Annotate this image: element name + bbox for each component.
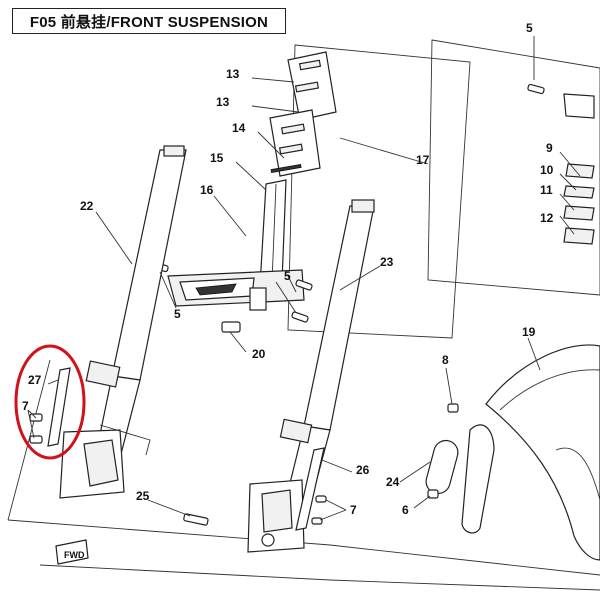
right-bracket — [295, 447, 327, 531]
base-outline-left — [7, 359, 51, 521]
front-fender — [485, 344, 600, 561]
callout-9: 9 — [546, 141, 553, 155]
callout-26: 26 — [356, 463, 370, 477]
callout-10: 10 — [540, 163, 554, 177]
base-outline-lower — [39, 564, 600, 591]
callout-22: 22 — [80, 199, 94, 213]
callout-7-right: 7 — [350, 503, 357, 517]
callout-25: 25 — [136, 489, 150, 503]
callout-14: 14 — [232, 121, 246, 135]
callout-labels: 5 5 5 6 7 7 8 9 10 11 12 13 13 14 15 16 … — [22, 21, 554, 517]
leader-lines — [27, 36, 581, 521]
upper-mount-parts — [527, 83, 595, 245]
callout-12: 12 — [540, 211, 554, 225]
left-fork-tube — [59, 145, 187, 499]
mud-plate — [425, 403, 495, 534]
callout-5-top: 5 — [526, 21, 533, 35]
sensor-bolt — [183, 513, 209, 526]
callout-13-lower: 13 — [216, 95, 230, 109]
callout-5-mid: 5 — [284, 269, 291, 283]
callout-20: 20 — [252, 347, 266, 361]
callout-7-left: 7 — [22, 399, 29, 413]
upper-clamp-stack — [269, 51, 337, 177]
callout-15: 15 — [210, 151, 224, 165]
callout-6: 6 — [402, 503, 409, 517]
callout-5-left: 5 — [174, 307, 181, 321]
callout-13-upper: 13 — [226, 67, 240, 81]
title-box: F05 前悬挂/FRONT SUSPENSION — [12, 8, 286, 34]
callout-16: 16 — [200, 183, 214, 197]
highlight-circle — [14, 344, 86, 460]
diagram-title: F05 前悬挂/FRONT SUSPENSION — [29, 13, 269, 31]
callout-23: 23 — [380, 255, 394, 269]
mount-group-outline — [427, 39, 600, 296]
fwd-label: FWD — [64, 550, 85, 560]
handlebar-group-outline — [287, 44, 471, 339]
base-outline-bottom — [7, 519, 600, 576]
fwd-arrow: FWD — [55, 539, 89, 565]
callout-8: 8 — [442, 353, 449, 367]
callout-24: 24 — [386, 475, 400, 489]
callout-19: 19 — [522, 325, 536, 339]
callout-27: 27 — [28, 373, 42, 387]
triple-clamp — [167, 179, 305, 317]
callout-11: 11 — [540, 183, 553, 197]
callout-17: 17 — [416, 153, 430, 167]
